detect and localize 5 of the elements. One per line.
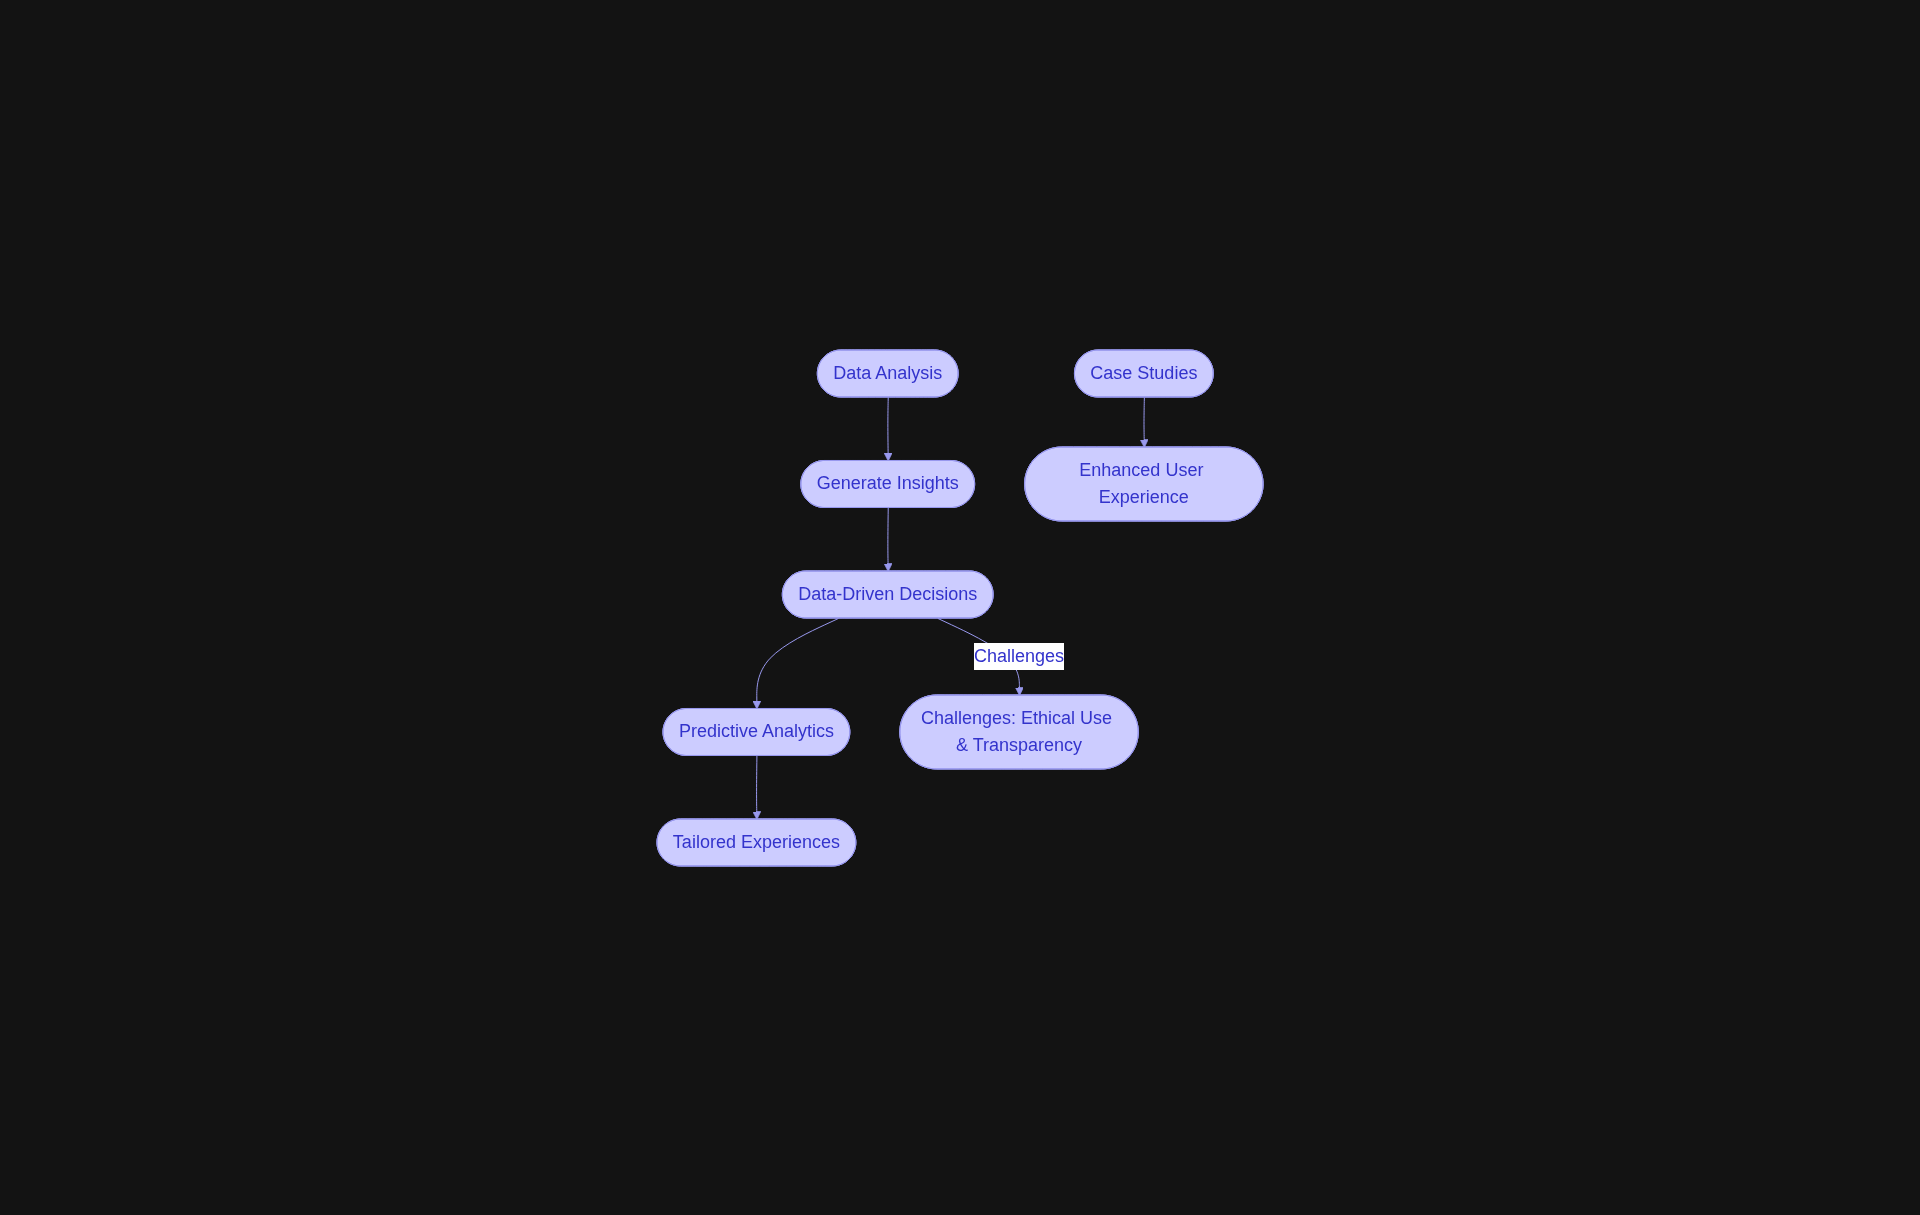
arrow [752, 617, 839, 709]
arrow [752, 755, 762, 820]
arrow [883, 396, 893, 461]
arrow [883, 507, 893, 572]
arrow [1139, 396, 1149, 448]
